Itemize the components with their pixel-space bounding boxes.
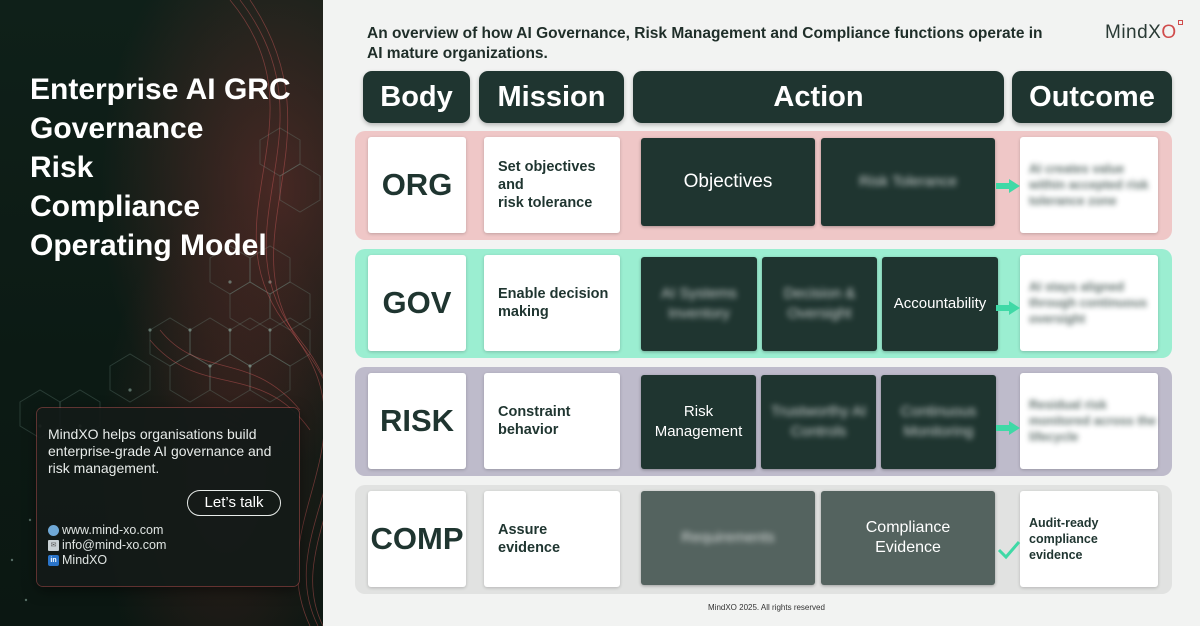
action-label: Risk Tolerance	[859, 172, 957, 192]
contact-text: info@mind-xo.com	[62, 538, 166, 553]
outcome-cell-risk: Residual risk monitored across the lifec…	[1020, 373, 1158, 469]
outcome-cell-comp: Audit-ready compliance evidence	[1020, 491, 1158, 587]
column-header-body: Body	[363, 71, 470, 123]
action-label: Risk Management	[649, 402, 749, 442]
action-label: Trustworthy AI Controls	[761, 402, 876, 442]
title-line: Risk	[30, 148, 310, 187]
title-line: Enterprise AI GRC	[30, 70, 310, 109]
mission-line: risk tolerance	[498, 194, 596, 212]
info-card: MindXO helps organisations build enterpr…	[37, 408, 299, 586]
mission-line: Constraint	[498, 403, 571, 421]
contact-list: www.mind-xo.com ✉ info@mind-xo.com in Mi…	[48, 523, 166, 568]
outcome-cell-gov: AI stays aligned through continuous over…	[1020, 255, 1158, 351]
info-text: MindXO helps organisations build enterpr…	[48, 426, 288, 477]
title-line: Compliance	[30, 187, 310, 226]
mission-line: behavior	[498, 421, 571, 439]
mission-cell-gov: Enable decision making	[484, 255, 620, 351]
contact-website[interactable]: www.mind-xo.com	[48, 523, 166, 538]
outcome-text: AI creates value within accepted risk to…	[1029, 161, 1158, 209]
mission-line: Enable decision	[498, 285, 608, 303]
action-risk-tolerance[interactable]: Risk Tolerance	[821, 138, 995, 226]
arrow-right-icon	[996, 301, 1020, 315]
body-cell-comp: COMP	[368, 491, 466, 587]
action-label: Requirements	[681, 528, 774, 548]
checkmark-icon	[997, 540, 1021, 560]
title-line: Operating Model	[30, 226, 310, 265]
footer-copyright: MindXO 2025. All rights reserved	[708, 603, 825, 612]
contact-text: www.mind-xo.com	[62, 523, 163, 538]
action-ai-systems-inventory[interactable]: AI Systems Inventory	[641, 257, 757, 351]
linkedin-icon: in	[48, 555, 59, 566]
action-objectives[interactable]: Objectives	[641, 138, 815, 226]
column-header-outcome: Outcome	[1012, 71, 1172, 123]
action-label: Continuous Monitoring	[881, 402, 996, 442]
mission-line: evidence	[498, 539, 560, 557]
outcome-text: AI stays aligned through continuous over…	[1029, 279, 1158, 327]
action-accountability[interactable]: Accountability	[882, 257, 998, 351]
action-decision-oversight[interactable]: Decision & Oversight	[762, 257, 877, 351]
globe-icon	[48, 525, 59, 536]
mission-cell-org: Set objectives and risk tolerance	[484, 137, 620, 233]
logo-square-icon	[1178, 20, 1183, 25]
action-requirements[interactable]: Requirements	[641, 491, 815, 585]
mission-line: Assure	[498, 521, 560, 539]
main-title: Enterprise AI GRC Governance Risk Compli…	[30, 70, 310, 265]
lets-talk-button[interactable]: Let’s talk	[187, 490, 281, 516]
column-header-mission: Mission	[479, 71, 624, 123]
arrow-right-icon	[996, 179, 1020, 193]
outcome-text: Residual risk monitored across the lifec…	[1029, 397, 1158, 445]
action-label: Accountability	[894, 294, 987, 314]
action-label: Compliance Evidence	[853, 518, 963, 558]
arrow-right-icon	[996, 421, 1020, 435]
action-label: Objectives	[684, 172, 773, 192]
logo-text: MindX	[1105, 22, 1161, 43]
mindxo-logo: MindXO	[1105, 22, 1183, 44]
action-label: Decision & Oversight	[762, 284, 877, 324]
mission-cell-comp: Assure evidence	[484, 491, 620, 587]
title-line: Governance	[30, 109, 310, 148]
body-cell-gov: GOV	[368, 255, 466, 351]
action-risk-management[interactable]: Risk Management	[641, 375, 756, 469]
body-cell-org: ORG	[368, 137, 466, 233]
mission-line: and	[498, 176, 596, 194]
contact-text: MindXO	[62, 553, 107, 568]
contact-email[interactable]: ✉ info@mind-xo.com	[48, 538, 166, 553]
subtitle: An overview of how AI Governance, Risk M…	[367, 24, 1057, 64]
left-panel: Enterprise AI GRC Governance Risk Compli…	[0, 0, 323, 626]
logo-accent: O	[1161, 22, 1176, 43]
action-compliance-evidence[interactable]: Compliance Evidence	[821, 491, 995, 585]
mission-cell-risk: Constraint behavior	[484, 373, 620, 469]
contact-linkedin[interactable]: in MindXO	[48, 553, 166, 568]
action-trustworthy-ai-controls[interactable]: Trustworthy AI Controls	[761, 375, 876, 469]
mission-line: Set objectives	[498, 158, 596, 176]
outcome-cell-org: AI creates value within accepted risk to…	[1020, 137, 1158, 233]
action-continuous-monitoring[interactable]: Continuous Monitoring	[881, 375, 996, 469]
action-label: AI Systems Inventory	[641, 284, 757, 324]
mail-icon: ✉	[48, 540, 59, 551]
body-cell-risk: RISK	[368, 373, 466, 469]
outcome-text: Audit-ready compliance evidence	[1029, 515, 1129, 563]
mission-line: making	[498, 303, 608, 321]
column-header-action: Action	[633, 71, 1004, 123]
